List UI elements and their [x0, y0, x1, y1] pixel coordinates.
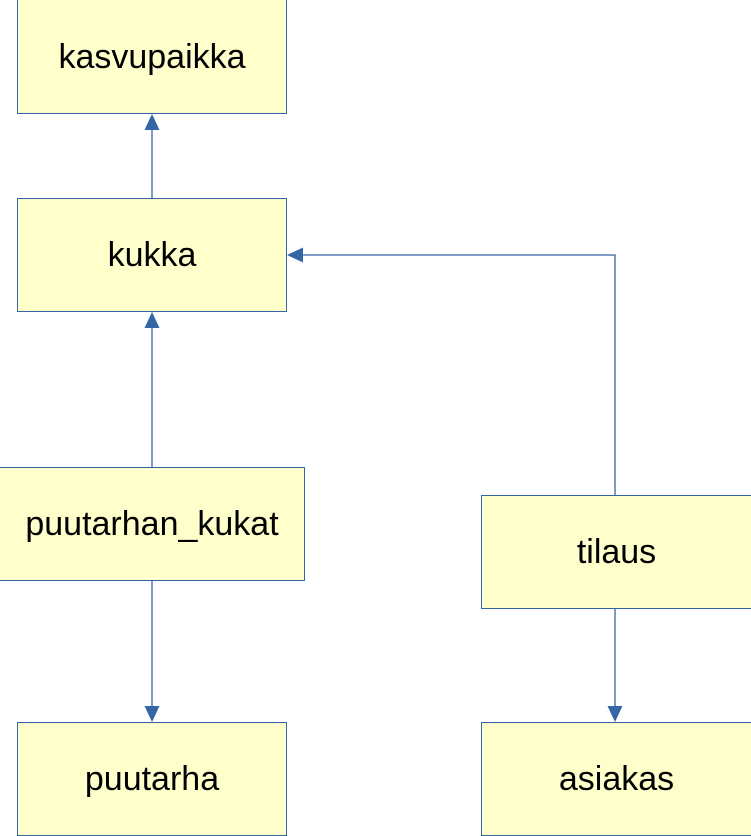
arrowhead-left-icon — [287, 247, 303, 263]
entity-label-kasvupaikka: kasvupaikka — [58, 37, 246, 76]
arrowhead-down-icon — [144, 706, 160, 722]
connector-tilaus-to-kukka — [303, 254, 616, 495]
arrowhead-down-icon — [607, 706, 623, 722]
entity-kukka[interactable]: kukka — [17, 198, 287, 312]
arrowhead-up-icon — [144, 114, 160, 130]
entity-tilaus[interactable]: tilaus — [481, 495, 751, 609]
entity-label-tilaus: tilaus — [576, 533, 657, 571]
entity-puutarhan-kukat[interactable]: puutarhan_kukat — [0, 467, 305, 581]
entity-label-kukka: kukka — [107, 236, 197, 274]
entity-label-asiakas: asiakas — [558, 760, 675, 798]
entity-label-puutarhan-kukat: puutarhan_kukat — [25, 505, 279, 543]
arrowhead-up-icon — [144, 312, 160, 328]
entity-kasvupaikka[interactable]: kasvupaikka — [17, 0, 287, 114]
entity-puutarha[interactable]: puutarha — [17, 722, 287, 836]
entity-asiakas[interactable]: asiakas — [481, 722, 751, 836]
entity-label-puutarha: puutarha — [84, 760, 220, 798]
